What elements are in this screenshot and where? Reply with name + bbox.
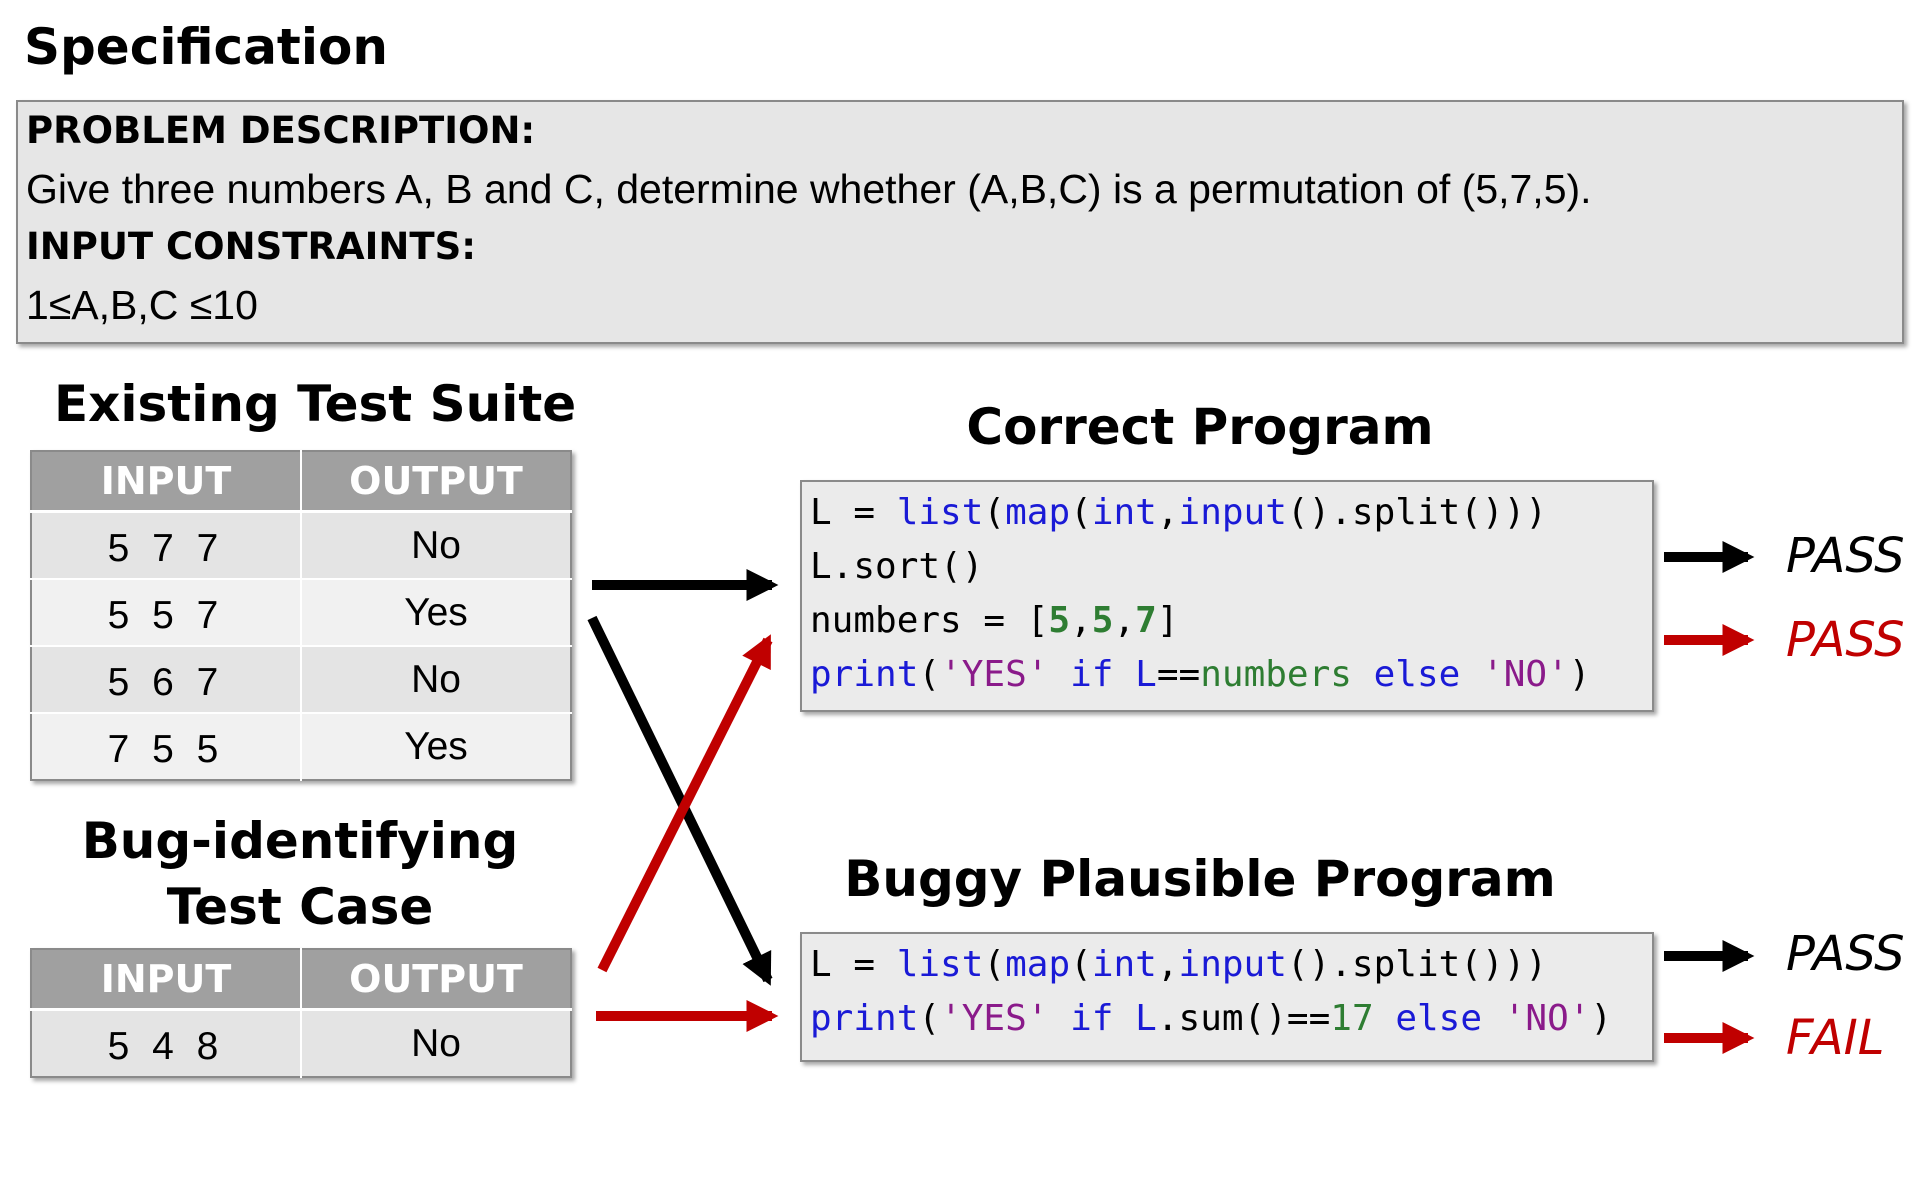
input-cell: 7 5 5 [31,713,302,780]
existing-suite-table: INPUT OUTPUT 5 7 7 No 5 5 7 Yes 5 6 7 No… [30,450,572,781]
problem-description-text: Give three numbers A, B and C, determine… [26,166,1592,212]
bug-case-title-line1: Bug-identifying [81,812,519,870]
specification-title: Specification [24,18,388,76]
arrow-bug-to-correct [597,634,773,973]
output-cell: No [301,511,571,580]
output-cell: No [301,646,571,714]
input-cell: 5 7 7 [31,511,302,580]
code-line: numbers = [5,5,7] [810,600,1179,641]
bug-case-table: INPUT OUTPUT 5 4 8 No [30,948,572,1078]
buggy-verdict-bug: FAIL [1786,1010,1885,1066]
bug-output-header: OUTPUT [301,949,571,1011]
code-line: print('YES' if L.sum()==17 else 'NO') [810,998,1613,1039]
buggy-verdict-existing: PASS [1786,926,1905,982]
existing-output-header: OUTPUT [301,451,571,513]
output-cell: Yes [301,579,571,647]
input-cell: 5 6 7 [31,646,302,714]
output-cell: Yes [301,713,571,780]
existing-input-header: INPUT [31,451,302,513]
specification-box: PROBLEM DESCRIPTION: Give three numbers … [16,100,1904,344]
correct-verdict-existing: PASS [1786,528,1905,584]
table-row: 5 5 7 Yes [31,579,571,647]
buggy-program-code: L = list(map(int,input().split())) print… [800,932,1654,1062]
input-cell: 5 4 8 [31,1009,302,1077]
code-line: print('YES' if L==numbers else 'NO') [810,654,1591,695]
code-line: L = list(map(int,input().split())) [810,944,1547,985]
table-row: 5 7 7 No [31,511,571,580]
input-constraints-label: INPUT CONSTRAINTS: [26,225,477,268]
output-cell: No [301,1009,571,1077]
bug-case-title: Bug-identifying Test Case [30,808,570,940]
code-line: L = list(map(int,input().split())) [810,492,1547,533]
existing-suite-title: Existing Test Suite [54,375,577,433]
table-row: 7 5 5 Yes [31,713,571,780]
buggy-program-title: Buggy Plausible Program [844,850,1556,908]
code-line: L.sort() [810,546,984,587]
arrow-existing-to-buggy [587,615,773,986]
table-row: 5 4 8 No [31,1009,571,1077]
bug-case-title-line2: Test Case [166,878,434,936]
correct-program-code: L = list(map(int,input().split())) L.sor… [800,480,1654,712]
input-constraints-text: 1≤A,B,C ≤10 [26,282,258,328]
bug-input-header: INPUT [31,949,302,1011]
input-cell: 5 5 7 [31,579,302,647]
correct-program-title: Correct Program [966,398,1434,456]
correct-verdict-bug: PASS [1786,612,1905,668]
table-row: 5 6 7 No [31,646,571,714]
problem-description-label: PROBLEM DESCRIPTION: [26,109,536,152]
